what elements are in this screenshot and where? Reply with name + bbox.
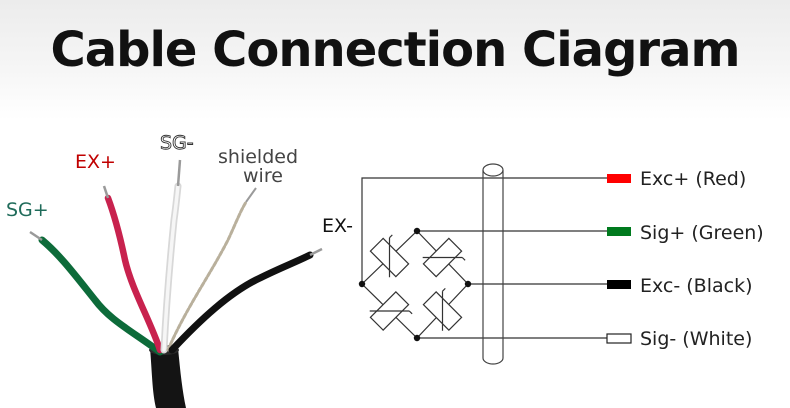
legend-label-sig-plus: Sig+ (Green)	[640, 222, 764, 244]
legend-swatch-exc-minus	[607, 280, 631, 289]
wire-white-tip	[176, 159, 182, 187]
resistor-bottom-left	[369, 291, 413, 331]
bridge-schematic	[361, 163, 607, 365]
node-bottom	[413, 334, 421, 342]
node-top	[413, 227, 421, 235]
bridge-nodes	[358, 227, 472, 342]
legend-swatch-exc-plus	[607, 174, 631, 183]
cable-illustration	[29, 159, 323, 408]
wire-green	[38, 236, 164, 356]
resistor-top-left	[369, 234, 410, 278]
node-right	[464, 280, 472, 288]
label-sg-minus: SG-	[160, 132, 194, 154]
wire-green-tip	[29, 230, 43, 242]
wire-shielded	[166, 200, 248, 352]
wire-shielded-tip	[245, 187, 257, 203]
wire-black-tip	[309, 247, 323, 257]
wire-red-tip	[102, 185, 110, 199]
wire-white-inner	[162, 184, 180, 352]
label-sg-plus: SG+	[6, 199, 49, 221]
resistor-bottom-right	[422, 287, 463, 331]
legend-label-exc-minus: Exc- (Black)	[640, 275, 753, 297]
exc-plus-line	[361, 177, 607, 284]
shield-cylinder	[482, 163, 504, 365]
wire-black	[168, 251, 314, 354]
legend-label-exc-plus: Exc+ (Red)	[640, 168, 746, 190]
page-title: Cable Connection Ciagram	[50, 22, 740, 78]
resistor-top-right	[422, 237, 466, 278]
legend: Exc+ (Red) Sig+ (Green) Exc- (Black) Sig…	[606, 168, 764, 350]
wire-red	[104, 194, 164, 354]
node-left	[358, 280, 366, 288]
legend-swatch-sig-minus	[606, 333, 632, 344]
label-ex-plus: EX+	[75, 151, 116, 173]
label-shielded-line2: wire	[243, 165, 283, 187]
legend-label-sig-minus: Sig- (White)	[640, 328, 752, 350]
legend-swatch-sig-plus	[607, 227, 631, 236]
cable-jacket	[150, 348, 186, 408]
label-shielded-line1: shielded	[218, 146, 298, 168]
label-ex-minus: EX-	[322, 215, 353, 237]
